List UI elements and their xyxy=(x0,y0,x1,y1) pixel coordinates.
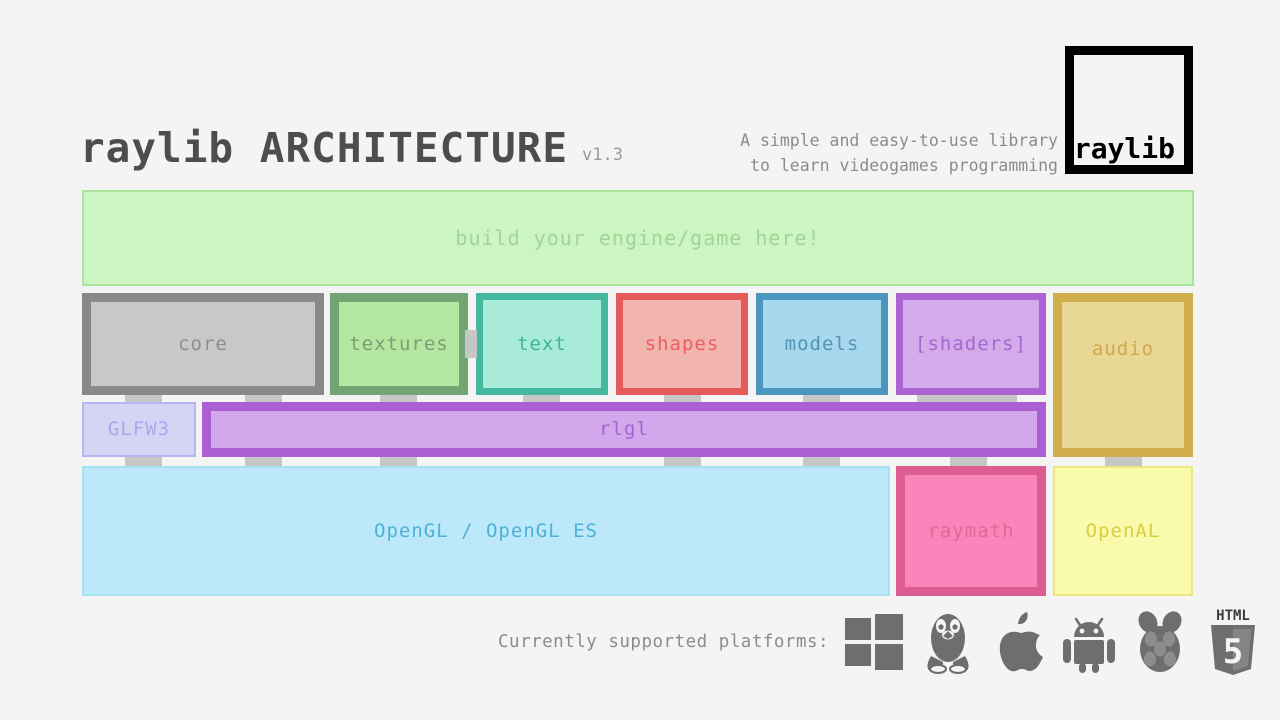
box-label-audio: audio xyxy=(1091,338,1155,360)
tagline-line-2: to learn videogames programming xyxy=(750,156,1058,175)
raylib-logo: raylib xyxy=(1065,46,1193,174)
box-glfw3[interactable]: GLFW3 xyxy=(82,402,196,457)
box-label-glfw3: GLFW3 xyxy=(107,418,171,440)
box-label-rlgl: rlgl xyxy=(599,418,649,440)
box-raymath[interactable]: raymath xyxy=(896,466,1046,596)
android-icon xyxy=(1063,617,1116,673)
platforms-label: Currently supported platforms: xyxy=(498,632,830,652)
box-build-banner[interactable]: build your engine/game here! xyxy=(82,190,1194,286)
html5-icon: HTML 5 xyxy=(1211,608,1256,675)
version-label: v1.3 xyxy=(582,145,623,165)
box-label-raymath: raymath xyxy=(927,519,1015,542)
box-label-build-banner: build your engine/game here! xyxy=(455,226,821,250)
box-label-openal: OpenAL xyxy=(1085,519,1161,542)
connector-textures-text xyxy=(465,330,477,358)
apple-icon xyxy=(999,612,1044,672)
box-core[interactable]: core xyxy=(82,293,324,395)
raylib-logo-text: raylib xyxy=(1073,132,1175,165)
box-rlgl[interactable]: rlgl xyxy=(202,402,1046,457)
page-title: raylib ARCHITECTURE xyxy=(80,124,568,172)
box-textures[interactable]: textures xyxy=(330,293,468,395)
page-title-block: raylib ARCHITECTURE v1.3 xyxy=(80,128,623,169)
box-shapes[interactable]: shapes xyxy=(616,293,748,395)
box-openal[interactable]: OpenAL xyxy=(1053,466,1193,596)
box-label-shapes: shapes xyxy=(644,332,720,355)
box-shaders[interactable]: [shaders] xyxy=(896,293,1046,395)
platform-apple xyxy=(993,610,1047,674)
box-label-opengl: OpenGL / OpenGL ES xyxy=(374,519,598,542)
tagline-line-1: A simple and easy-to-use library xyxy=(740,131,1058,150)
box-text[interactable]: text xyxy=(476,293,608,395)
box-models[interactable]: models xyxy=(756,293,888,395)
box-label-shaders: [shaders] xyxy=(915,332,1027,355)
box-label-textures: textures xyxy=(349,332,449,355)
box-audio[interactable]: audio xyxy=(1053,293,1193,457)
platform-linux xyxy=(919,610,977,674)
windows-icon xyxy=(845,614,904,670)
raspberrypi-icon xyxy=(1138,611,1182,672)
box-label-core: core xyxy=(178,332,228,355)
svg-text:HTML: HTML xyxy=(1216,608,1250,624)
supported-platforms: Currently supported platforms: HTML 5 xyxy=(498,604,1256,680)
box-opengl[interactable]: OpenGL / OpenGL ES xyxy=(82,466,890,596)
box-label-text: text xyxy=(517,332,567,355)
svg-text:5: 5 xyxy=(1223,632,1243,672)
tagline: A simple and easy-to-use library to lear… xyxy=(740,128,1058,178)
linux-icon xyxy=(927,614,969,674)
platform-windows xyxy=(845,614,904,670)
box-label-models: models xyxy=(784,332,860,355)
platform-icon-list: HTML 5 xyxy=(829,607,1261,677)
platform-raspberrypi xyxy=(1131,611,1189,673)
platform-android xyxy=(1063,611,1116,673)
platform-html5: HTML 5 xyxy=(1205,607,1261,677)
